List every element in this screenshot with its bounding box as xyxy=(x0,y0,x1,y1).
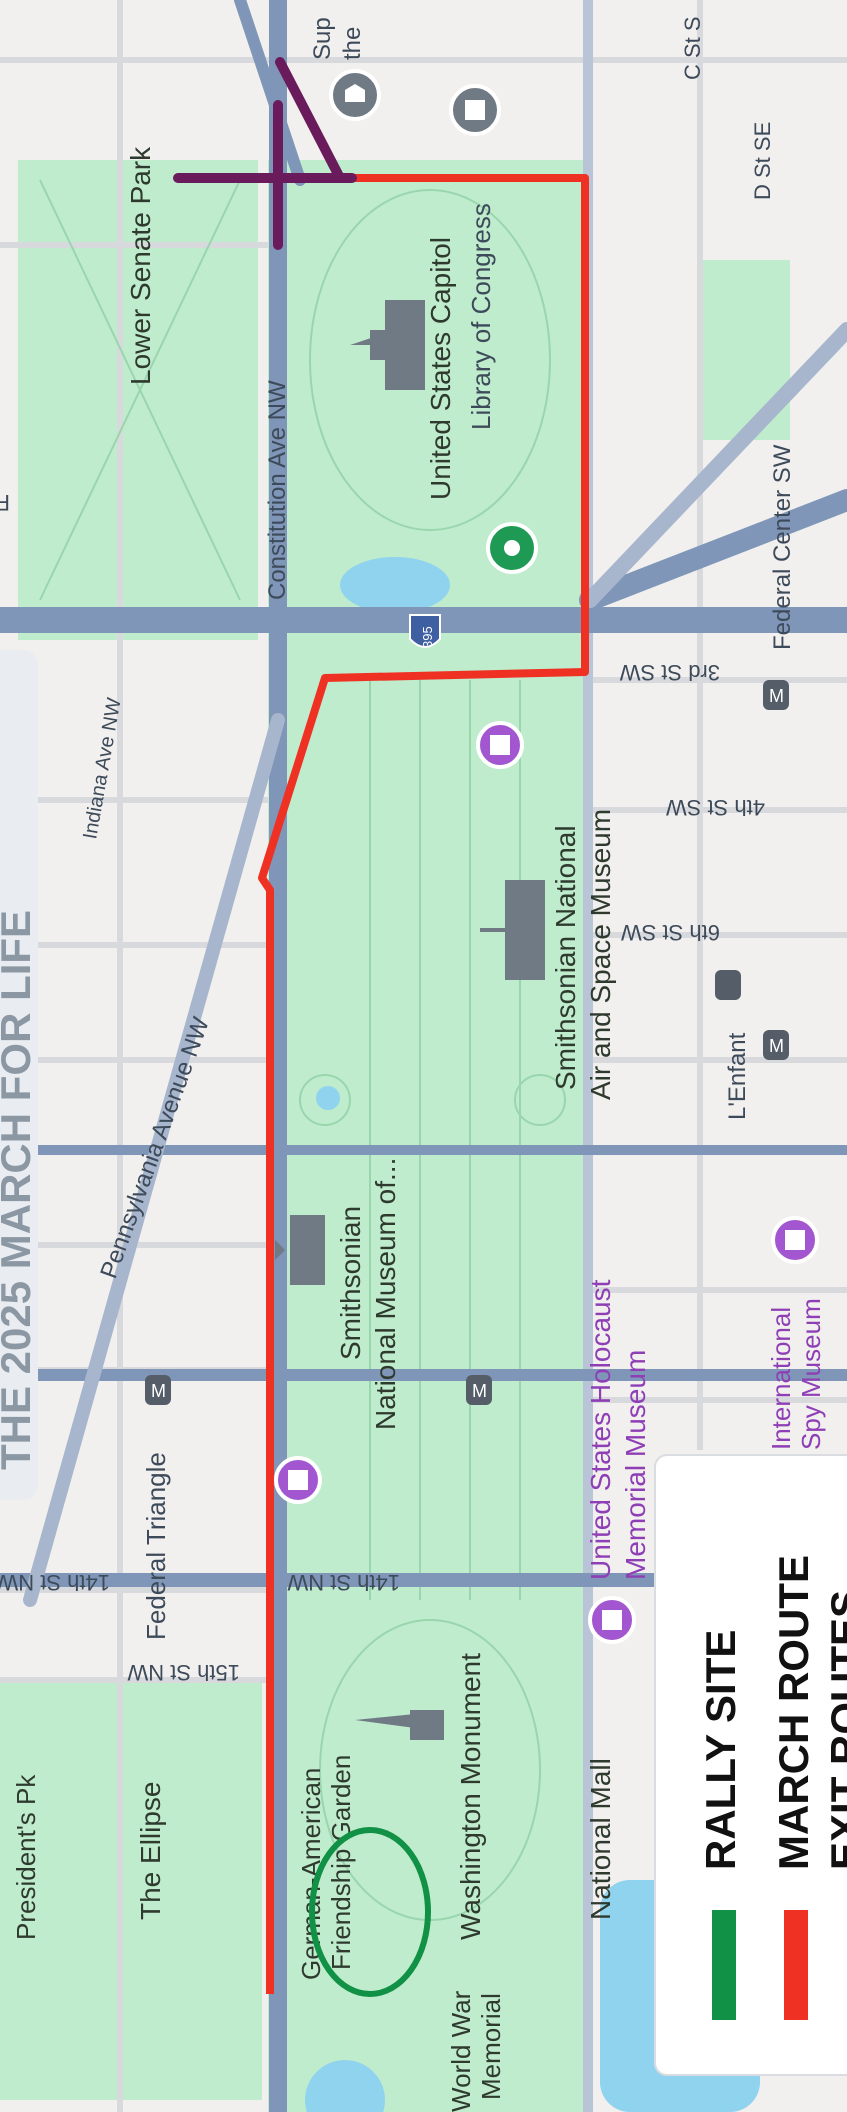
legend-swatch-march-route xyxy=(784,1910,808,2020)
metro-icon: M xyxy=(145,1375,171,1405)
event-banner: THE 2025 MARCH FOR LIFE xyxy=(0,650,39,1500)
southeast-diagonal xyxy=(582,322,847,608)
label-fourteenth-st-nw-a: 14th St NW xyxy=(0,1570,110,1595)
label-lenfant: L'Enfant xyxy=(724,1032,751,1120)
label-washington-monument: Washington Monument xyxy=(455,1653,486,1940)
label-smithsonian-air-space-1: Smithsonian National xyxy=(550,825,581,1090)
legend-panel: RALLY SITE MARCH ROUTE EXIT ROUTES xyxy=(654,1454,847,2076)
museum-icon xyxy=(588,1596,636,1644)
map-labels: Constitution Ave NW Pennsylvania Avenue … xyxy=(0,16,826,2112)
label-federal-center-sw: Federal Center SW xyxy=(769,444,796,650)
interstate-395-road-b xyxy=(579,489,847,611)
ellipse-park xyxy=(0,1680,262,2100)
label-c-st-se: C St S xyxy=(680,16,705,80)
label-presidents-park: President's Pk xyxy=(11,1774,41,1940)
train-icon xyxy=(715,970,741,1000)
ww2-pool xyxy=(305,2060,385,2112)
label-d-st-se: D St SE xyxy=(750,122,775,200)
metro-icon: M xyxy=(763,680,789,710)
label-spy-museum-2: Spy Museum xyxy=(796,1298,826,1450)
rally-site-marker xyxy=(309,1827,431,1997)
label-smithsonian-nmah-1: Smithsonian xyxy=(335,1206,366,1360)
label-fifteenth-st-nw: 15th St NW xyxy=(127,1660,240,1685)
small-fountain xyxy=(316,1086,340,1110)
svg-text:M: M xyxy=(151,1381,166,1401)
interstate-number: 395 xyxy=(420,626,435,648)
washington-monument-icon xyxy=(355,1710,444,1740)
label-fourth-st-sw: 4th St SW xyxy=(666,795,765,820)
museum-icon xyxy=(274,1456,322,1504)
label-sixth-st-sw: 6th St SW xyxy=(621,920,720,945)
metro-icon: M xyxy=(763,1030,789,1060)
label-lower-senate-park: Lower Senate Park xyxy=(125,146,156,385)
label-fourteenth-st-nw-b: 14th St NW xyxy=(287,1570,400,1595)
svg-text:M: M xyxy=(769,686,784,706)
label-holocaust-museum-1: United States Holocaust xyxy=(585,1279,616,1580)
label-ww2-2: Memorial xyxy=(476,1993,506,2100)
capitol-reflecting-pool xyxy=(340,557,450,613)
interstate-395-shield: 395 xyxy=(409,614,441,648)
svg-text:M: M xyxy=(472,1381,487,1401)
museum-icon xyxy=(771,1216,819,1264)
natural-history-museum-icon xyxy=(275,1215,325,1285)
exit-routes xyxy=(173,57,357,250)
upper-diagonal-road xyxy=(234,0,306,186)
air-space-museum-icon xyxy=(480,880,545,980)
label-supreme-court: Sup xyxy=(309,17,336,60)
legend-swatch-rally-site xyxy=(712,1910,736,2020)
label-spy-museum-1: International xyxy=(766,1307,796,1450)
label-federal-triangle: Federal Triangle xyxy=(141,1452,171,1640)
label-smithsonian-air-space-2: Air and Space Museum xyxy=(585,809,616,1100)
legend-label-exit-routes: EXIT ROUTES xyxy=(822,1590,847,1870)
label-third-st-sw: 3rd St SW xyxy=(620,660,720,685)
label-library-of-congress: Library of Congress xyxy=(466,203,496,430)
label-supreme-court-2: the xyxy=(339,27,366,60)
park-paths xyxy=(39,179,566,1921)
label-holocaust-museum-2: Memorial Museum xyxy=(620,1350,651,1580)
pennsylvania-ave-road xyxy=(23,713,285,1607)
metro-icon: M xyxy=(466,1375,492,1405)
label-smithsonian-nmah-2: National Museum of... xyxy=(370,1158,401,1430)
legend-label-rally-site: RALLY SITE xyxy=(697,1630,744,1870)
library-icon xyxy=(449,84,501,136)
garden-icon xyxy=(486,522,538,574)
museum-icon xyxy=(476,721,524,769)
label-constitution-ave: Constitution Ave NW xyxy=(264,380,291,600)
label-us-capitol: United States Capitol xyxy=(425,237,456,500)
label-the-ellipse: The Ellipse xyxy=(135,1781,166,1920)
label-ww2-1: World War xyxy=(446,1990,476,2112)
label-friendship-garden-2: Friendship Garden xyxy=(326,1755,356,1970)
capitol-building-icon xyxy=(350,300,425,390)
courthouse-icon xyxy=(329,69,381,121)
banner-title: THE 2025 MARCH FOR LIFE xyxy=(0,910,39,1470)
poi-markers: M M M M xyxy=(145,69,819,1740)
label-national-mall: National Mall xyxy=(585,1758,616,1920)
legend-label-march-route: MARCH ROUTE xyxy=(770,1555,817,1870)
label-first-st-nw: First St NW xyxy=(0,490,10,515)
svg-text:M: M xyxy=(769,1036,784,1056)
march-route-line xyxy=(258,174,589,1994)
